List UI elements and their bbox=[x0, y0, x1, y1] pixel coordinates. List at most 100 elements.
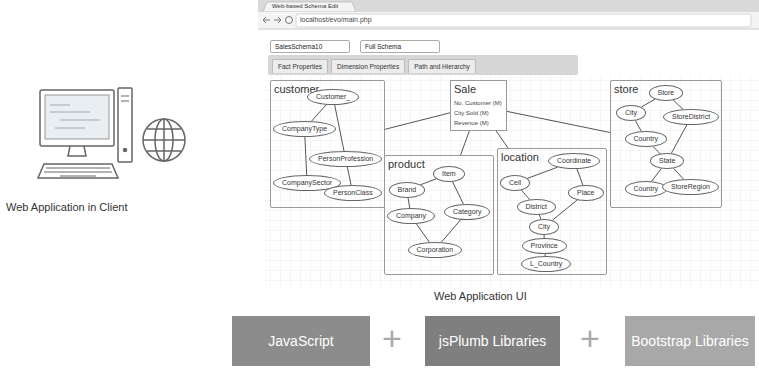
attribute-circle: Item bbox=[433, 166, 465, 182]
attribute-circle: State bbox=[650, 153, 684, 169]
attribute-circle: Customer_ bbox=[307, 89, 359, 105]
node-text: L_Country bbox=[530, 260, 562, 268]
globe-icon bbox=[143, 119, 185, 161]
attribute-circle: Province bbox=[522, 238, 567, 254]
node-text: Path and Hierarchy bbox=[414, 63, 470, 70]
measure-text: No. Customer (M) bbox=[454, 98, 503, 108]
library-box: JavaScript bbox=[232, 316, 370, 366]
caption-label: Web Application in Client bbox=[6, 201, 127, 213]
tab-button: Path and Hierarchy bbox=[408, 59, 476, 73]
node-text: store bbox=[614, 83, 638, 95]
attribute-circle: PersonClass bbox=[324, 185, 382, 201]
attribute-circle: StoreDistrict bbox=[663, 109, 719, 125]
connector-line bbox=[674, 168, 684, 179]
fact-box: SaleNo. Customer (M)City Sold (M)Revenue… bbox=[450, 80, 507, 131]
node-text: Corporation bbox=[417, 246, 454, 254]
node-text: Province bbox=[531, 242, 558, 250]
node-text: product bbox=[388, 158, 425, 170]
connector-line bbox=[641, 99, 655, 107]
attribute-circle: CompanyType bbox=[273, 121, 336, 137]
attribute-circle: L_Country bbox=[521, 256, 571, 272]
node-text: StoreDistrict bbox=[672, 113, 710, 121]
node-text: location bbox=[501, 151, 539, 163]
attribute-circle: PersonProfession bbox=[309, 151, 382, 167]
connector-line bbox=[416, 224, 429, 242]
library-box: Bootstrap Libraries bbox=[625, 316, 755, 366]
dropdown-box: Full Schema bbox=[360, 40, 440, 53]
attribute-circle: Coordinate bbox=[548, 153, 600, 169]
attribute-circle: Place bbox=[568, 185, 604, 201]
caption-label: Web Application UI bbox=[434, 290, 527, 302]
connector-line bbox=[552, 200, 577, 220]
dimension-box: storeStoreCityStoreDistrictCountryStateC… bbox=[610, 80, 722, 208]
node-text: Customer_ bbox=[316, 93, 350, 101]
plus-sign: + bbox=[580, 318, 600, 358]
connector-line bbox=[496, 131, 508, 148]
node-text: PersonProfession bbox=[318, 155, 373, 163]
connector-line bbox=[635, 121, 641, 132]
node-text: PersonClass bbox=[333, 189, 373, 197]
connector-line bbox=[441, 220, 460, 243]
connector-line bbox=[577, 169, 583, 185]
node-text: Coordinate bbox=[557, 157, 591, 165]
node-text: Country bbox=[634, 185, 659, 193]
node-text: Fact Properties bbox=[278, 63, 322, 70]
attribute-circle: Country bbox=[625, 131, 668, 147]
attribute-circle: City bbox=[616, 105, 646, 121]
connector-line bbox=[527, 167, 557, 178]
connector-line bbox=[312, 105, 327, 122]
connector-line bbox=[347, 167, 351, 185]
plus-sign: + bbox=[382, 318, 402, 358]
connector-line bbox=[521, 190, 529, 199]
library-box: jsPlumb Libraries bbox=[425, 316, 560, 366]
node-text: City bbox=[538, 223, 550, 231]
node-text: Company bbox=[396, 212, 426, 220]
dimension-box: locationCoordinateCellPlaceDistrictCityP… bbox=[497, 148, 607, 275]
attribute-circle: Corporation bbox=[408, 242, 463, 258]
measure-text: Revenue (M) bbox=[454, 118, 503, 128]
node-text: Place bbox=[577, 189, 595, 197]
connector-line bbox=[385, 113, 450, 130]
node-text: CompanySector bbox=[282, 179, 332, 187]
node-text: Sale bbox=[454, 83, 503, 95]
tab-button: Fact Properties bbox=[272, 59, 328, 73]
connector-line bbox=[335, 105, 344, 151]
tab-button: Dimension Properties bbox=[331, 59, 405, 73]
dimension-box: customerCustomer_CompanyTypePersonProfes… bbox=[270, 80, 385, 208]
connector-line bbox=[507, 111, 610, 132]
attribute-circle: District bbox=[517, 199, 556, 215]
connector-line bbox=[671, 125, 686, 153]
dimension-box: productItemBrandCategoryCompanyCorporati… bbox=[384, 155, 494, 275]
attribute-circle: City bbox=[529, 219, 559, 235]
computer-icon bbox=[38, 88, 132, 178]
node-text: District bbox=[526, 203, 547, 211]
connector-line bbox=[421, 179, 437, 185]
node-text: Category bbox=[453, 208, 481, 216]
node-text: Item bbox=[442, 170, 456, 178]
attribute-circle: Category bbox=[444, 204, 490, 220]
tab-title: Web-based Schema Edit bbox=[272, 3, 338, 9]
node-text: Cell bbox=[509, 179, 521, 187]
connector-line bbox=[652, 169, 662, 182]
node-text: Country bbox=[634, 135, 659, 143]
attribute-circle: Company bbox=[387, 208, 435, 224]
node-text: Full Schema bbox=[365, 43, 427, 50]
node-text: Store bbox=[658, 89, 675, 97]
browser-window bbox=[258, 0, 759, 290]
connector-line bbox=[305, 137, 307, 175]
connector-line bbox=[453, 182, 464, 204]
node-text: CompanyType bbox=[282, 125, 327, 133]
attribute-circle: Brand bbox=[389, 182, 426, 198]
connector-line bbox=[673, 100, 683, 109]
node-text: jsPlumb Libraries bbox=[439, 333, 546, 350]
connector-line bbox=[461, 131, 470, 155]
dropdown-box: SalesSchema10 bbox=[270, 40, 350, 53]
attribute-circle: StoreRegion bbox=[662, 179, 719, 195]
node-text: SalesSchema10 bbox=[275, 43, 337, 50]
node-text: StoreRegion bbox=[671, 183, 710, 191]
node-text: Dimension Properties bbox=[337, 63, 399, 70]
measure-text: City Sold (M) bbox=[454, 108, 503, 118]
node-text: Bootstrap Libraries bbox=[631, 333, 749, 350]
connector-line bbox=[408, 198, 410, 208]
node-text: State bbox=[659, 157, 675, 165]
